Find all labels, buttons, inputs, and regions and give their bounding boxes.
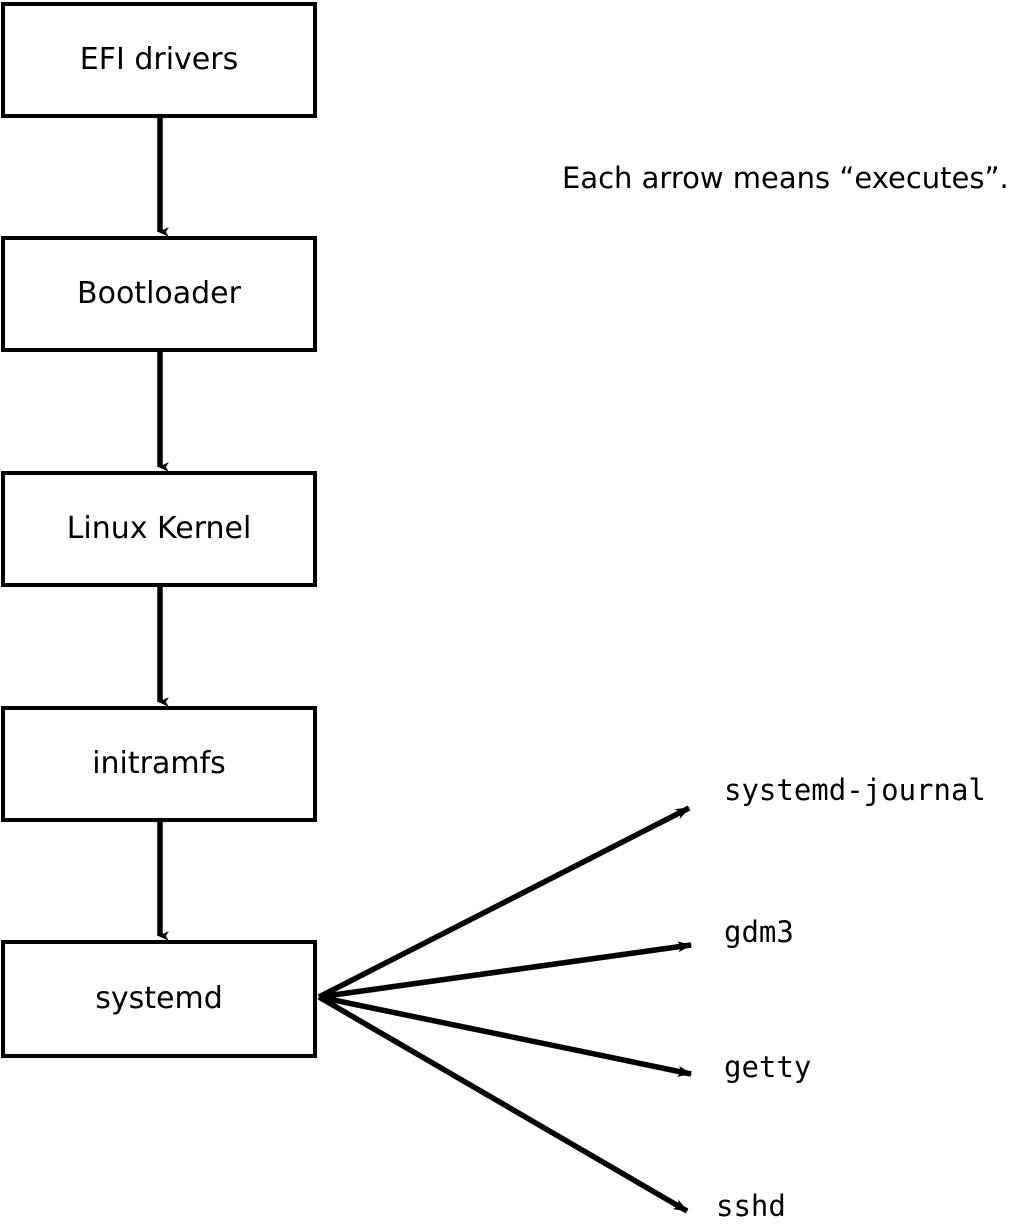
node-systemd[interactable]: systemd — [1, 940, 317, 1058]
leaf-label-getty[interactable]: getty — [724, 1050, 812, 1084]
node-bootloader-label: Bootloader — [77, 276, 241, 311]
fan-arrow-group — [317, 805, 693, 1214]
node-systemd-label: systemd — [95, 981, 223, 1016]
node-efi-drivers[interactable]: EFI drivers — [1, 2, 317, 118]
arrow-systemd-to-systemd-journal — [317, 805, 691, 1000]
node-efi-drivers-label: EFI drivers — [79, 42, 239, 77]
node-linux-kernel-label: Linux Kernel — [66, 511, 252, 546]
node-linux-kernel[interactable]: Linux Kernel — [1, 471, 317, 587]
leaf-label-sshd[interactable]: sshd — [716, 1189, 786, 1223]
node-initramfs-label: initramfs — [92, 746, 226, 781]
legend-annotation: Each arrow means “executes”. — [562, 161, 1009, 195]
leaf-label-gdm3[interactable]: gdm3 — [724, 915, 794, 949]
node-bootloader[interactable]: Bootloader — [1, 236, 317, 352]
node-initramfs[interactable]: initramfs — [1, 706, 317, 822]
arrow-systemd-to-gdm3 — [318, 941, 693, 1000]
arrow-systemd-to-getty — [318, 994, 693, 1077]
leaf-label-systemd-journal[interactable]: systemd-journal — [724, 773, 986, 807]
arrow-systemd-to-sshd — [317, 994, 689, 1214]
